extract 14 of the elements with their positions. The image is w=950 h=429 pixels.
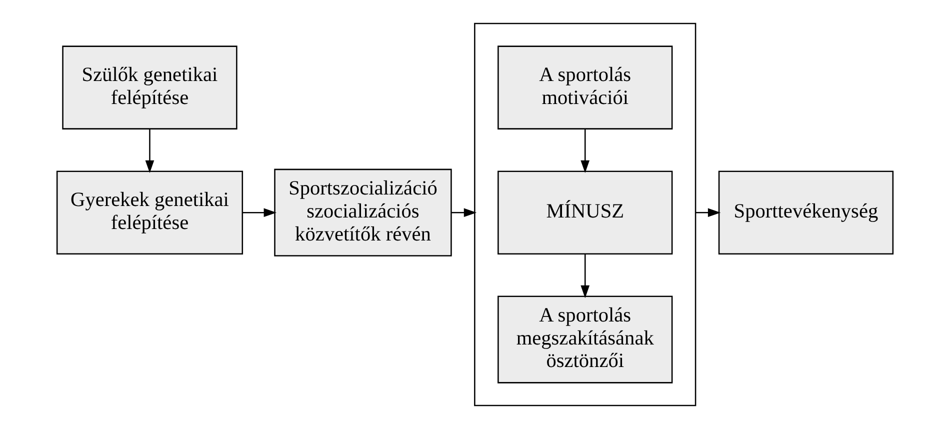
node-box: Szülők genetikai felépítése bbox=[62, 46, 238, 130]
node-box: A sportolás motivációi bbox=[498, 46, 673, 130]
node-box: Sporttevékenység bbox=[718, 170, 894, 254]
arrow bbox=[145, 128, 154, 174]
node-box: Sportszocializáció szocializációs közvetítők révén bbox=[274, 168, 452, 256]
node-box: A sportolás megszakításának ösztönzői bbox=[498, 296, 673, 384]
arrow bbox=[696, 208, 721, 218]
arrow bbox=[580, 254, 590, 298]
node-box: Gyerekek genetikai felépítése bbox=[56, 170, 244, 254]
arrow bbox=[580, 128, 590, 174]
node-box: MÍNUSZ bbox=[498, 170, 673, 254]
arrow bbox=[452, 208, 477, 218]
cluster bbox=[474, 22, 696, 406]
arrow bbox=[242, 208, 276, 218]
